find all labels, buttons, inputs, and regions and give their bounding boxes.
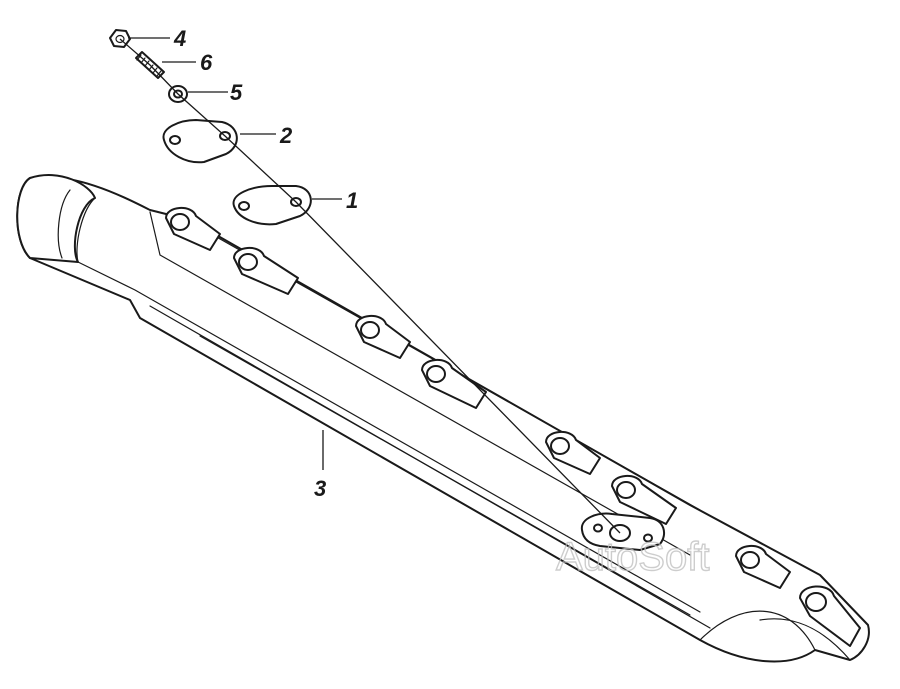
gasket xyxy=(162,119,238,164)
callout-2: 2 xyxy=(279,123,293,148)
callout-leaders xyxy=(128,37,342,470)
callout-1: 1 xyxy=(346,188,358,213)
cover-plate xyxy=(232,185,312,226)
port-flanges xyxy=(165,207,861,647)
callout-4: 4 xyxy=(173,26,186,51)
callout-3: 3 xyxy=(314,476,326,501)
assembly-axis-line xyxy=(119,38,621,534)
callout-5: 5 xyxy=(230,80,243,105)
watermark-text: AutoSoft xyxy=(556,535,709,579)
sensor-boss-flange xyxy=(580,512,666,551)
callout-6: 6 xyxy=(200,50,213,75)
exhaust-manifold xyxy=(16,173,870,663)
callout-labels: 4 6 5 2 1 3 xyxy=(173,26,358,501)
